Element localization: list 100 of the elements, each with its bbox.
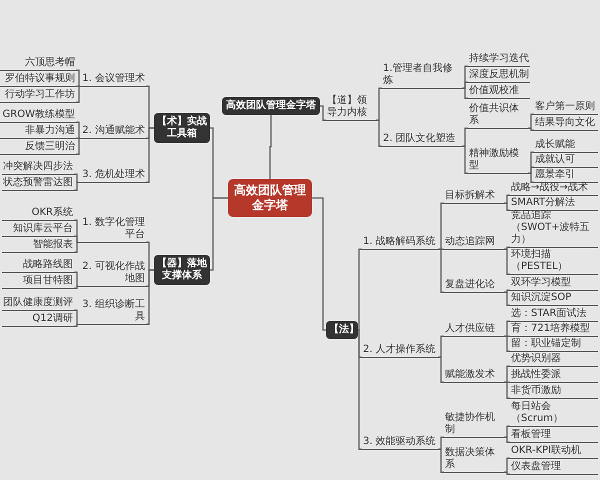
connector-line xyxy=(504,248,510,275)
connector-line xyxy=(76,138,80,155)
topic-label: 2. 团队文化塑造 xyxy=(382,133,462,147)
topic-label: 看板管理 xyxy=(510,429,598,443)
connector-line xyxy=(76,86,80,103)
connector-line xyxy=(312,197,326,331)
topic-label: GROW教练模型 xyxy=(0,109,76,123)
connector-line xyxy=(74,182,78,191)
topic-label: 成长赋能 xyxy=(534,139,598,153)
connector-line xyxy=(438,356,444,383)
connector-line xyxy=(74,174,78,183)
connector-line xyxy=(74,324,78,327)
connector-line xyxy=(504,436,510,443)
topic-label: 选：STAR面试法 xyxy=(510,308,598,322)
topic-label: 知识库云平台 xyxy=(2,223,74,237)
connector-line xyxy=(438,202,444,250)
connector-line xyxy=(462,82,468,89)
topic-label: 1. 数字化管理平台 xyxy=(78,217,146,243)
topic-label: 留：职业锚定制 xyxy=(510,338,598,352)
topic-label: 3. 组织诊断工具 xyxy=(78,299,146,325)
topic-label: 智能报表 xyxy=(2,239,74,253)
topic-label: 3. 危机处理术 xyxy=(78,169,146,183)
connector-line xyxy=(358,248,362,331)
topic-label: 【道】领导力内核 xyxy=(326,95,376,121)
topic-label: 2. 人才操作系统 xyxy=(362,344,438,358)
topic-label: 战略路线图 xyxy=(2,259,74,273)
topic-label: 目标拆解术 xyxy=(444,190,504,204)
connector-line xyxy=(76,70,80,87)
topic-label: 2. 可视化作战地图 xyxy=(78,261,146,287)
topic-label: OKR系统 xyxy=(2,207,74,221)
topic-label: 非货币激励 xyxy=(510,385,598,399)
connector-line xyxy=(504,382,510,399)
connector-line xyxy=(504,336,510,352)
topic-label: 竞品追踪（SWOT+波特五力） xyxy=(510,210,598,248)
topic-label: 愿景牵引 xyxy=(534,169,598,183)
connector-line xyxy=(504,292,510,306)
connector-line xyxy=(320,105,326,121)
topic-label: 数据决策体系 xyxy=(444,447,504,473)
connector-line xyxy=(74,242,78,253)
connector-line xyxy=(376,88,382,121)
connector-line xyxy=(504,194,510,204)
connector-line xyxy=(76,86,80,87)
topic-label: 育：721培养模型 xyxy=(510,323,598,337)
topic-label: 冲突解决四步法 xyxy=(2,161,74,175)
topic-label: 项目甘特图 xyxy=(2,275,74,289)
connector-line xyxy=(74,286,78,289)
topic-label: 精神激励模型 xyxy=(468,148,528,174)
topic-label: 人才供应链 xyxy=(444,323,504,337)
topic-label: 双环学习模型 xyxy=(510,277,598,291)
topic-label: 非暴力沟通 xyxy=(0,125,76,139)
topic-label: 六顶思考帽 xyxy=(0,57,76,71)
topic-label: 成就认可 xyxy=(534,154,598,168)
topic-label: 1.管理者自我修炼 xyxy=(382,63,462,89)
topic-label: 复盘进化论 xyxy=(444,279,504,293)
connector-line xyxy=(74,272,78,287)
topic-label: 状态预警雷达图 xyxy=(2,177,74,191)
connector-line xyxy=(462,128,468,147)
connector-line xyxy=(528,128,534,131)
connector-line xyxy=(146,127,154,183)
topic-box: 【法】 xyxy=(326,321,358,339)
connector-line xyxy=(269,114,272,179)
topic-label: 客户第一原则 xyxy=(534,101,598,115)
connector-line xyxy=(74,310,78,325)
topic-label: 敏捷协作机制 xyxy=(444,412,504,438)
connector-line xyxy=(438,436,444,450)
connector-line xyxy=(462,88,468,99)
connector-line xyxy=(210,197,228,271)
connector-line xyxy=(504,246,510,250)
topic-label: 价值共识体系 xyxy=(468,103,528,129)
connector-line xyxy=(376,120,382,147)
connector-line xyxy=(438,448,444,473)
topic-label: OKR-KPI联动机 xyxy=(510,445,598,459)
topic-box: 【器】落地支撑体系 xyxy=(154,255,210,285)
connector-line xyxy=(146,269,154,325)
connector-line xyxy=(76,122,80,139)
connector-line xyxy=(438,248,444,293)
topic-label: Q12调研 xyxy=(2,313,74,327)
topic-label: 2. 沟通赋能术 xyxy=(80,125,146,139)
connector-line xyxy=(528,172,534,183)
topic-label: 知识沉淀SOP xyxy=(510,292,598,306)
topic-label: 1. 会议管理术 xyxy=(80,73,146,87)
connector-line xyxy=(504,290,510,293)
topic-label: 深度反思机制 xyxy=(468,69,530,83)
central-topic-box: 高效团队管理金字塔 xyxy=(228,179,312,217)
connector-line xyxy=(504,202,510,211)
topic-label: 罗伯特议事规则 xyxy=(0,73,76,87)
topic-label: 战略→战役→战术 xyxy=(510,182,598,196)
topic-label: 反馈三明治 xyxy=(0,141,76,155)
connector-line xyxy=(504,320,510,337)
topic-label: 环境扫描（PESTEL） xyxy=(510,249,598,275)
connector-line xyxy=(74,236,78,243)
topic-label: 每日站会（Scrum） xyxy=(510,401,598,427)
topic-label: 挑战性委派 xyxy=(510,369,598,383)
topic-label: 赋能激发术 xyxy=(444,369,504,383)
topic-label: 仪表盘管理 xyxy=(510,461,598,475)
topic-label: 1. 战略解码系统 xyxy=(362,236,438,250)
topic-box: 高效团队管理金字塔 xyxy=(222,97,320,115)
topic-label: 价值观校准 xyxy=(468,85,530,99)
connector-line xyxy=(358,329,362,450)
connector-line xyxy=(504,426,510,438)
